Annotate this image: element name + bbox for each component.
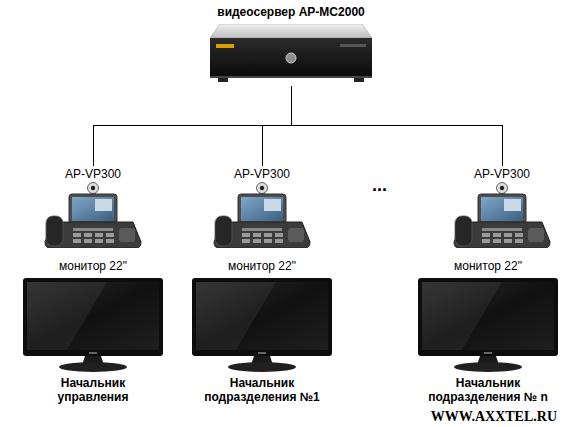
- monitor-picture: [23, 278, 163, 372]
- watermark: WWW.AXXTEL.RU: [431, 409, 557, 425]
- picture-area: [447, 182, 557, 248]
- device-label: монитор 22": [418, 258, 558, 274]
- position-caption: Начальник подразделения №1: [198, 376, 326, 404]
- device-label: AP-VP300: [207, 166, 317, 182]
- picture-area: [23, 274, 163, 374]
- device-label: монитор 22": [192, 258, 332, 274]
- videophone-picture: [214, 183, 310, 249]
- server-box: видеосервер AP-MC2000: [196, 4, 386, 86]
- device-label: монитор 22": [23, 258, 163, 274]
- connection-line: [291, 86, 502, 166]
- ellipsis-mark: ...: [372, 176, 387, 194]
- picture-area: [38, 182, 148, 248]
- device-label: AP-VP300: [38, 166, 148, 182]
- picture-area: [196, 20, 386, 86]
- videophone-picture: [45, 183, 141, 249]
- connection-line: [93, 86, 291, 166]
- videophone-box: AP-VP300: [207, 166, 317, 248]
- videophone-box: AP-VP300: [38, 166, 148, 248]
- position-caption: Начальник управления: [29, 376, 157, 404]
- videophone-picture: [454, 183, 550, 249]
- picture-area: [192, 274, 332, 374]
- position-caption: Начальник подразделения № n: [424, 376, 552, 404]
- connection-line: [262, 86, 291, 166]
- monitor-box: монитор 22" Начальник подразделения №1: [192, 258, 332, 404]
- monitor-box: монитор 22" Начальник управления: [23, 258, 163, 404]
- monitor-picture: [192, 278, 332, 372]
- device-label: AP-VP300: [447, 166, 557, 182]
- server-picture: [210, 24, 372, 82]
- picture-area: [207, 182, 317, 248]
- device-label: видеосервер AP-MC2000: [196, 4, 386, 20]
- videophone-box: AP-VP300: [447, 166, 557, 248]
- picture-area: [418, 274, 558, 374]
- monitor-box: монитор 22" Начальник подразделения № n: [418, 258, 558, 404]
- monitor-picture: [418, 278, 558, 372]
